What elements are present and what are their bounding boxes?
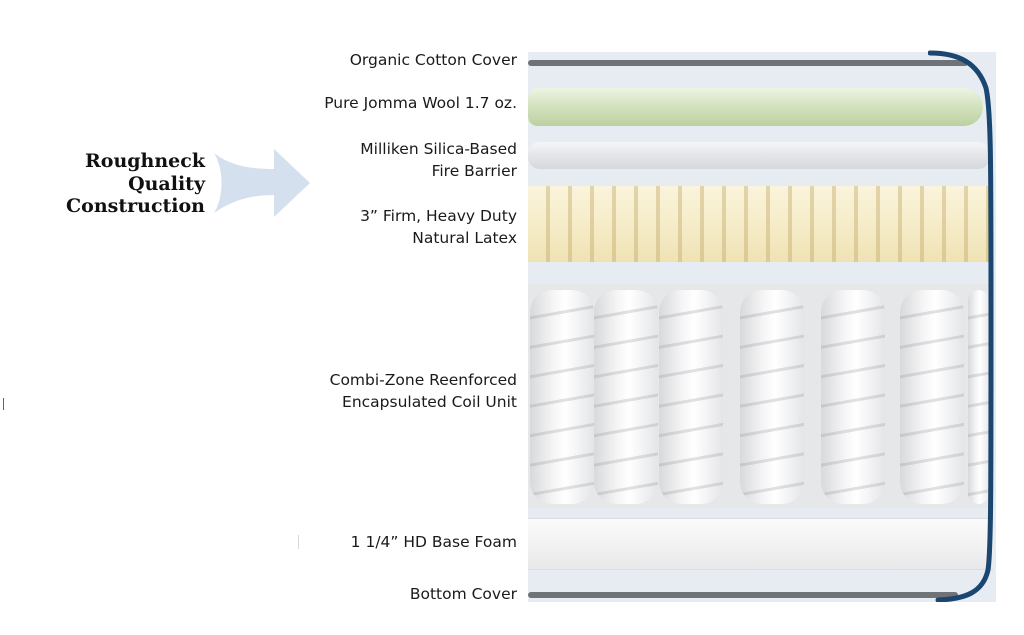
heading-line: Quality [128, 172, 205, 195]
heading-line: Roughneck [84, 150, 205, 172]
coil [740, 290, 804, 504]
label-wool: Pure Jomma Wool 1.7 oz. [324, 94, 517, 112]
divider [3, 398, 4, 410]
divider [298, 535, 299, 549]
latex-layer [528, 186, 990, 262]
coil [821, 290, 885, 504]
label-coil-unit: Combi-Zone Reenforced Encapsulated Coil … [329, 371, 517, 411]
coil [900, 290, 964, 504]
section-heading: Roughneck Quality Construction [66, 150, 205, 218]
cover-top-layer [528, 60, 968, 66]
label-latex: 3” Firm, Heavy Duty Natural Latex [360, 207, 517, 247]
label-bottom-cover: Bottom Cover [409, 585, 517, 603]
fire-barrier-layer [528, 142, 990, 169]
mattress-edge [928, 50, 994, 602]
wool-layer [528, 88, 983, 126]
coil [659, 290, 723, 504]
coil [594, 290, 658, 504]
coil [968, 290, 990, 504]
cover-bottom-layer [528, 592, 958, 598]
mattress-cross-section [528, 52, 996, 602]
coil [530, 290, 594, 504]
label-organic-cotton-cover: Organic Cotton Cover [349, 51, 517, 69]
right-arrow-icon [214, 149, 310, 217]
label-base-foam: 1 1/4” HD Base Foam [350, 533, 517, 551]
label-fire-barrier: Milliken Silica-Based Fire Barrier [360, 140, 517, 180]
coil-unit-layer [528, 284, 992, 508]
base-foam-layer [528, 518, 993, 570]
heading-line: Construction [66, 195, 205, 217]
